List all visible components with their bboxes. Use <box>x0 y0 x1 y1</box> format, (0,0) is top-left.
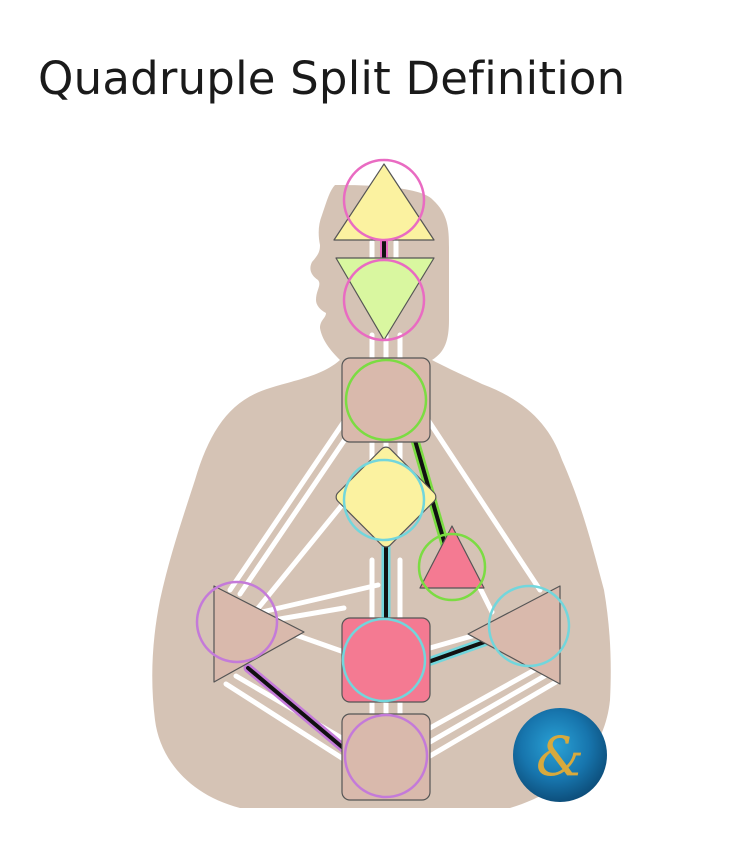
channel-sacral-solar-2 <box>427 633 475 651</box>
center-solar-plexus <box>467 585 561 685</box>
channel-spleen-g <box>259 582 381 615</box>
channel-throat-solar-1 <box>425 417 543 593</box>
centers <box>213 163 561 801</box>
ring-sacral <box>341 617 427 703</box>
logo-circle <box>513 708 607 802</box>
defined-spleen-root <box>246 666 350 754</box>
ring-root <box>343 713 429 799</box>
ring-g <box>342 458 426 542</box>
ring-throat <box>344 358 428 442</box>
channel-root-solar-2 <box>427 671 551 745</box>
defined-sacral-solar <box>426 638 492 664</box>
ring-ajna <box>342 258 426 342</box>
page-title: Quadruple Split Definition <box>38 52 626 105</box>
center-spleen <box>213 585 305 683</box>
ring-spleen <box>195 580 279 664</box>
ring-heart <box>417 532 487 602</box>
channel-spleen-sacral-2 <box>271 605 347 623</box>
logo-glyph: & <box>536 725 584 788</box>
ampersand-logo: & <box>513 708 607 802</box>
ring-solar-plexus <box>487 584 571 668</box>
center-ajna <box>335 257 435 341</box>
channel-g-spleen <box>252 502 345 615</box>
ring-head <box>342 158 426 242</box>
center-root <box>341 713 431 801</box>
channel-throat-spleen-1 <box>227 417 348 593</box>
center-throat <box>341 357 431 443</box>
channel-throat-spleen-2 <box>237 429 353 597</box>
channel-root-spleen-3 <box>223 681 348 763</box>
channel-root-solar-1 <box>427 665 541 731</box>
center-heart <box>419 525 485 589</box>
split-rings <box>195 158 571 799</box>
channel-root-solar-3 <box>427 679 559 759</box>
